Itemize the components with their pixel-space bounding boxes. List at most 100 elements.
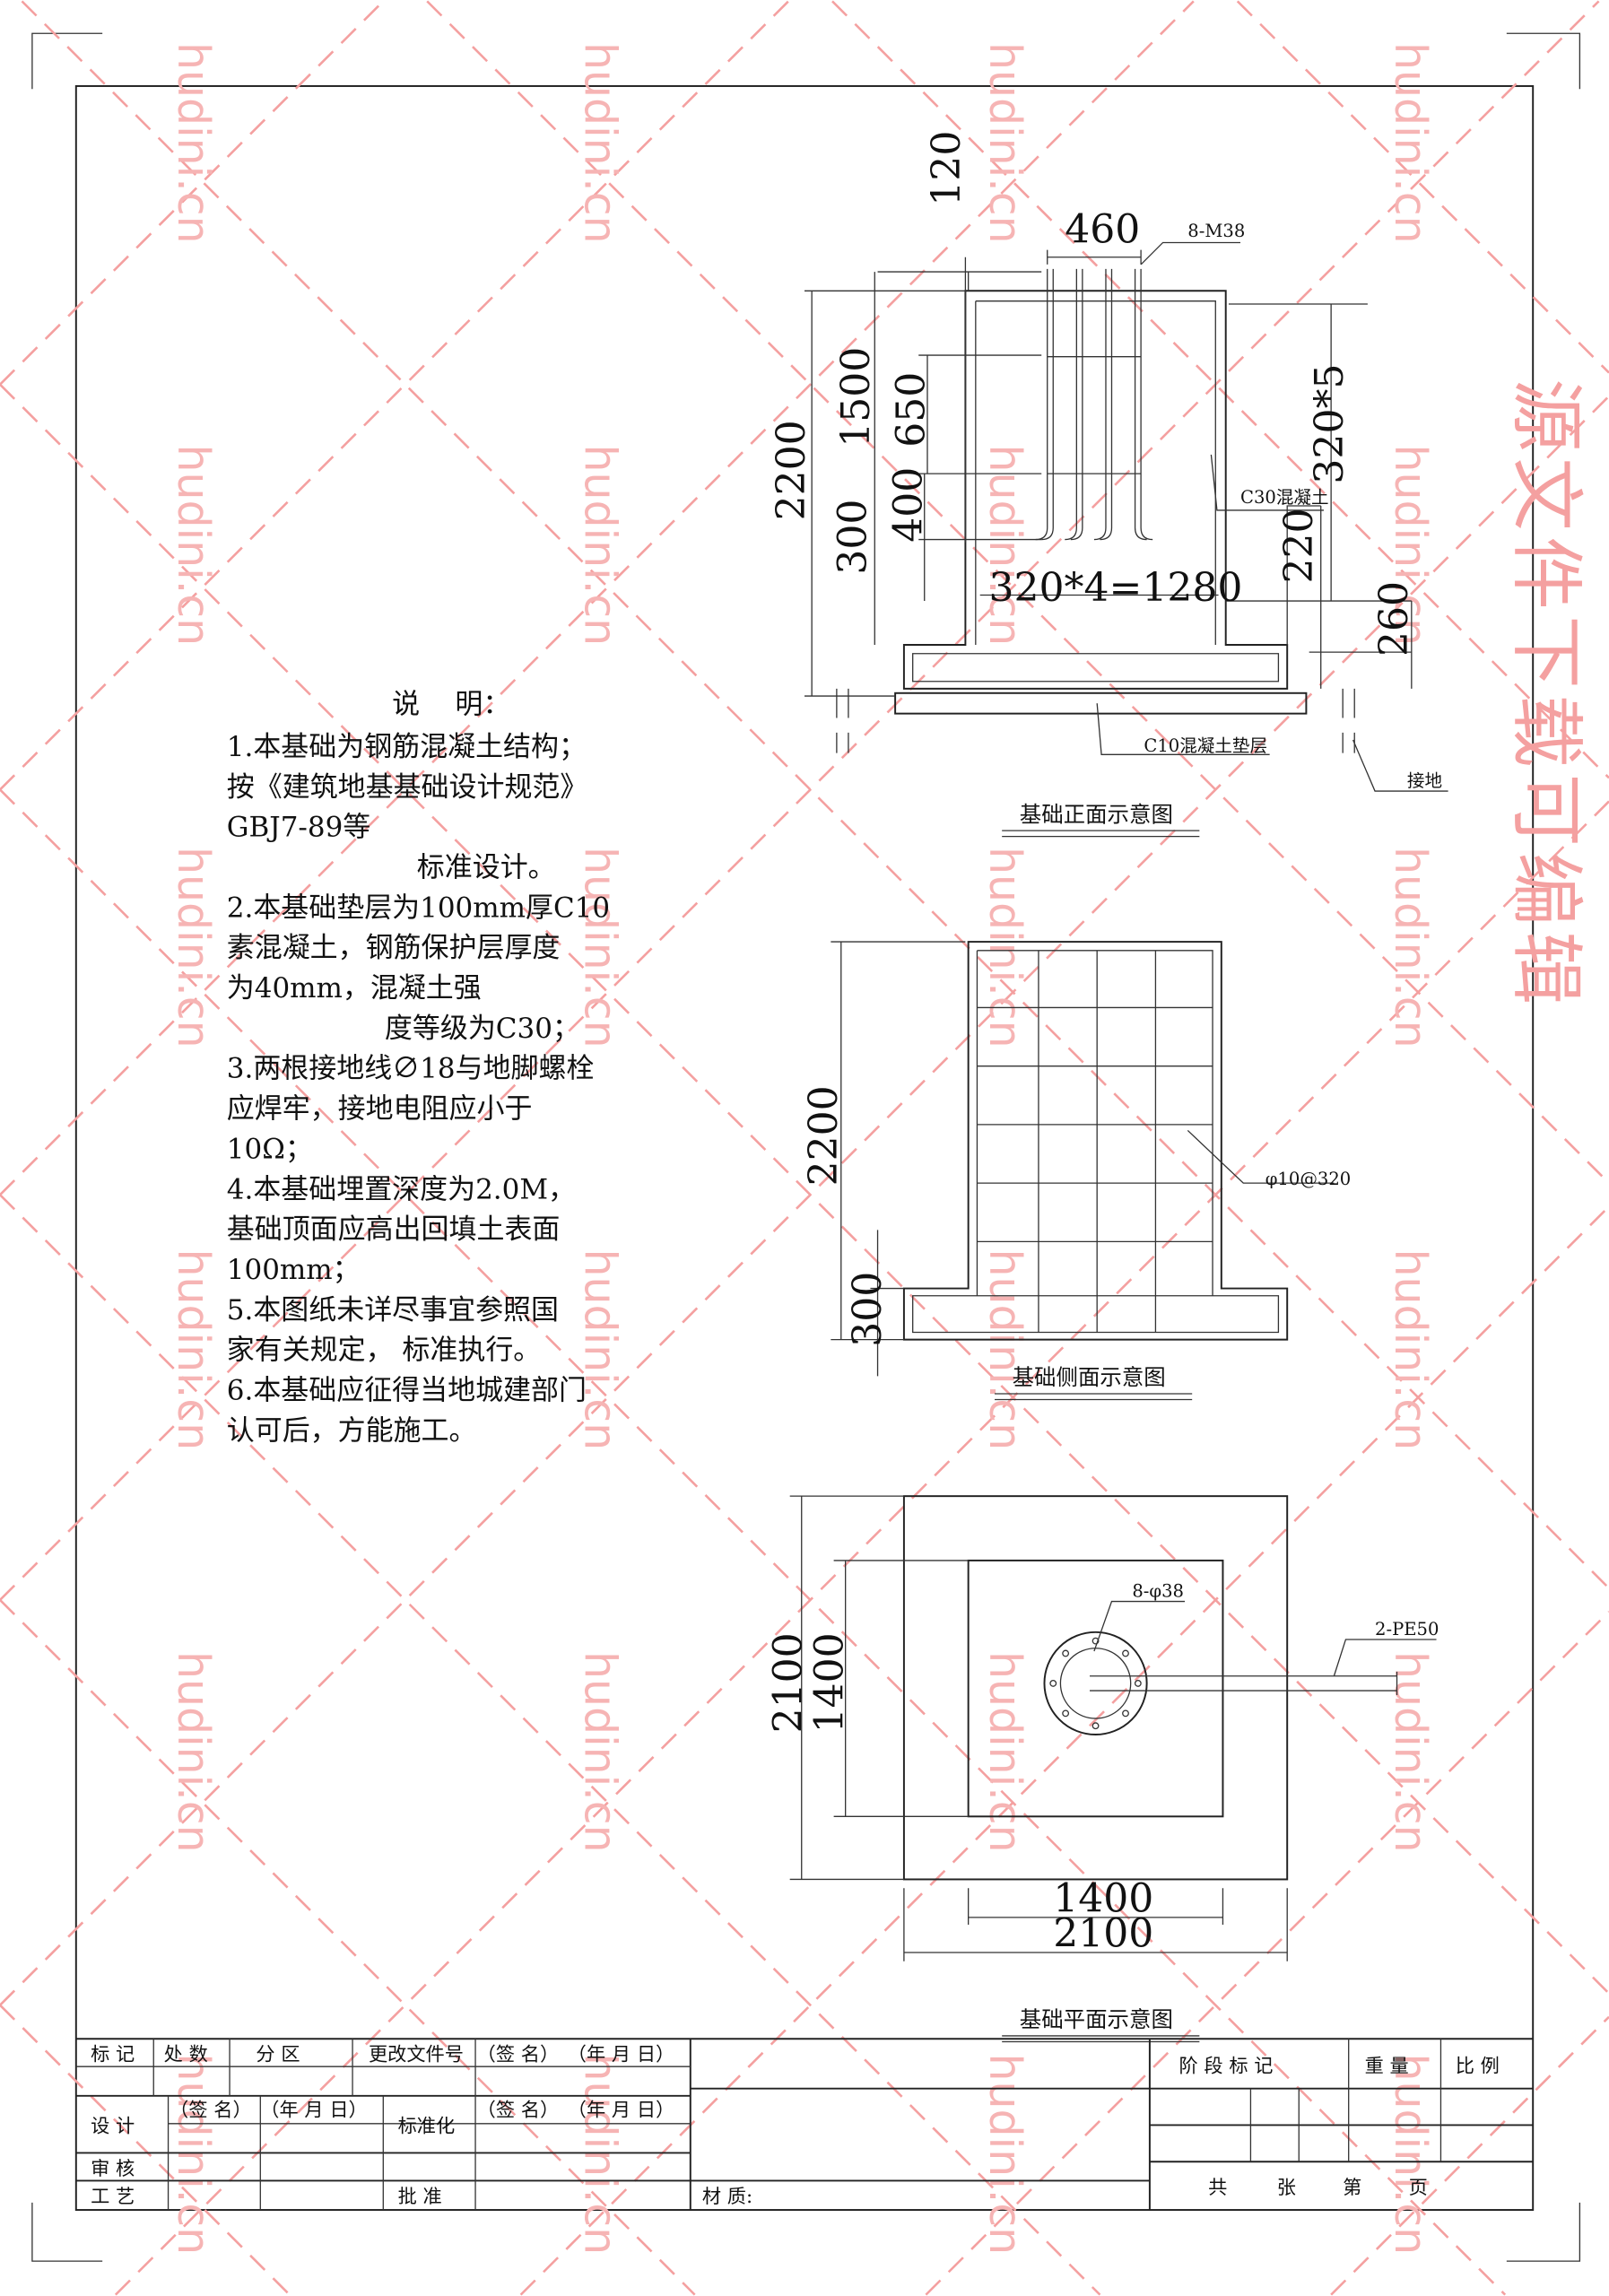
watermark-line bbox=[0, 1599, 696, 2296]
front-view-title: 基础正面示意图 bbox=[1020, 801, 1173, 827]
watermark-text: hudini.cn bbox=[979, 847, 1031, 1048]
label-ground: 接地 bbox=[1407, 770, 1442, 791]
dim-plan-1400-h: 1400 bbox=[1053, 1875, 1153, 1921]
note-line: 1.本基础为钢筋混凝土结构； bbox=[227, 731, 587, 763]
watermark-text: hudini.cn bbox=[1385, 445, 1436, 647]
label-pipes: 2-PE50 bbox=[1375, 1619, 1439, 1639]
label-holes: 8-φ38 bbox=[1132, 1581, 1184, 1602]
watermark-text: hudini.cn bbox=[574, 1651, 625, 1853]
tb-no: 第 bbox=[1343, 2176, 1361, 2198]
watermark-line bbox=[831, 0, 1609, 779]
anchor-bolts bbox=[1035, 268, 1153, 541]
plan-view-title: 基础平面示意图 bbox=[1020, 2006, 1173, 2032]
dim-side-300: 300 bbox=[845, 1272, 891, 1347]
design-notes: 说 明： 1.本基础为钢筋混凝土结构；按《建筑地基基础设计规范》GBJ7-89等… bbox=[227, 689, 610, 1448]
note-line: 认可后，方能施工。 bbox=[227, 1414, 477, 1447]
watermark-line bbox=[426, 0, 1609, 1185]
note-line: GBJ7-89等 bbox=[227, 812, 370, 844]
note-line: 6.本基础应征得当地城建部门 bbox=[227, 1375, 587, 1407]
tb-date-1: （年 月 日） bbox=[568, 2043, 674, 2066]
bolt-hole bbox=[1049, 1679, 1057, 1687]
watermark-line bbox=[0, 0, 789, 791]
tb-design: 设 计 bbox=[91, 2115, 135, 2137]
watermark-line bbox=[0, 383, 1609, 1995]
note-line: 3.两根接地线∅18与地脚螺栓 bbox=[227, 1053, 595, 1085]
dim-400: 400 bbox=[885, 467, 931, 543]
bolt-hole bbox=[1062, 1709, 1070, 1718]
dim-650: 650 bbox=[889, 372, 935, 448]
dim-plan-2100-v: 2100 bbox=[766, 1632, 812, 1733]
watermark-text: hudini.cn bbox=[574, 847, 625, 1048]
note-line: 为40mm，混凝土强 bbox=[227, 972, 482, 1004]
title-block: 标 记 处 数 分 区 更改文件号 （签 名） （年 月 日） 设 计 （签 名… bbox=[75, 2038, 1534, 2211]
bolt-hole bbox=[1122, 1709, 1129, 1718]
watermark-line bbox=[0, 0, 385, 386]
tb-total: 共 bbox=[1208, 2176, 1227, 2198]
note-line: 度等级为C30； bbox=[385, 1013, 580, 1045]
tb-standard: 标准化 bbox=[398, 2115, 456, 2137]
watermark-line bbox=[0, 788, 1507, 2296]
note-line: 应焊牢，接地电阻应小于 bbox=[227, 1093, 533, 1126]
label-c30: C30混凝土 bbox=[1240, 487, 1329, 508]
watermark-text: hudini.cn bbox=[979, 1249, 1031, 1451]
watermark-text: hudini.cn bbox=[979, 445, 1031, 647]
dim-120: 120 bbox=[924, 131, 970, 206]
tb-page: 页 bbox=[1409, 2176, 1428, 2198]
dim-plan-1400-v: 1400 bbox=[806, 1632, 852, 1733]
bolt-hole bbox=[1122, 1649, 1129, 1657]
bolt-hole bbox=[1092, 1722, 1100, 1730]
label-rebar: φ10@320 bbox=[1265, 1169, 1352, 1189]
watermark-text: hudini.cn bbox=[1385, 42, 1436, 244]
tb-sign-3: （签 名） bbox=[477, 2099, 559, 2121]
tb-craft: 工 艺 bbox=[91, 2185, 135, 2207]
watermark-text: hudini.cn bbox=[574, 42, 625, 244]
tb-sheets: 张 bbox=[1277, 2176, 1296, 2198]
side-view-title: 基础侧面示意图 bbox=[1013, 1364, 1166, 1390]
watermark-text: hudini.cn bbox=[1385, 2054, 1436, 2256]
watermark-line bbox=[1236, 0, 1609, 374]
watermark-line bbox=[1330, 2015, 1609, 2296]
watermark-line bbox=[0, 0, 1195, 1196]
dim-2200: 2200 bbox=[769, 420, 814, 520]
watermark-text: hudini.cn bbox=[168, 847, 219, 1048]
watermark-text: hudini.cn bbox=[979, 1651, 1031, 1853]
note-line: 10Ω； bbox=[227, 1133, 313, 1165]
watermark-texts: hudini.cn hudini.cn hudini.cn hudini.cn hudi… bbox=[168, 42, 1436, 2255]
watermark-line bbox=[0, 1194, 1101, 2296]
watermark-text: hudini.cn bbox=[168, 1651, 219, 1853]
dim-1280: 320*4=1280 bbox=[988, 565, 1242, 611]
watermark-line bbox=[21, 0, 1609, 1589]
dim-300: 300 bbox=[830, 500, 875, 575]
watermark-text: hudini.cn bbox=[574, 2054, 625, 2256]
watermark-text: hudini.cn bbox=[168, 2054, 219, 2256]
tb-material: 材 质: bbox=[702, 2185, 752, 2207]
watermark-text: hudini.cn bbox=[979, 42, 1031, 244]
watermark-line bbox=[0, 0, 1600, 1601]
label-c10: C10混凝土垫层 bbox=[1144, 735, 1267, 756]
front-view: 460 120 2200 1500 650 400 300 320*4=1280… bbox=[769, 131, 1448, 838]
watermark-text: hudini.cn bbox=[168, 42, 219, 244]
tb-date-3: （年 月 日） bbox=[568, 2099, 674, 2121]
watermark-text: hudini.cn bbox=[168, 1249, 219, 1451]
note-line: 2.本基础垫层为100mm厚C10 bbox=[227, 891, 610, 924]
watermark-line bbox=[0, 395, 1609, 2006]
watermark-text: hudini.cn bbox=[1385, 1651, 1436, 1853]
dim-plan-2100-h: 2100 bbox=[1053, 1910, 1153, 1956]
note-line: 基础顶面应高出回填土表面 bbox=[227, 1213, 561, 1246]
plan-view: 2100 1400 1400 2100 8-φ38 2-PE50 基础平面示意图 bbox=[766, 1495, 1439, 2043]
note-line: 家有关规定， 标准执行。 bbox=[227, 1335, 542, 1367]
watermark-text: hudini.cn bbox=[1385, 847, 1436, 1048]
watermark-text: hudini.cn bbox=[574, 445, 625, 647]
notes-title: 说 明： bbox=[392, 689, 510, 721]
tb-change-doc: 更改文件号 bbox=[369, 2043, 464, 2066]
dim-side-2200: 2200 bbox=[801, 1085, 847, 1186]
tb-sign-1: （签 名） bbox=[477, 2043, 559, 2066]
tb-scale: 比 例 bbox=[1456, 2055, 1500, 2077]
watermark-text: hudini.cn bbox=[1385, 1249, 1436, 1451]
watermark-text: hudini.cn bbox=[574, 1249, 625, 1451]
tb-stage-mark: 阶 段 标 记 bbox=[1179, 2055, 1274, 2077]
tb-zone: 分 区 bbox=[256, 2043, 300, 2066]
sheet-frame bbox=[31, 32, 1581, 2262]
watermark-line bbox=[0, 2004, 291, 2296]
